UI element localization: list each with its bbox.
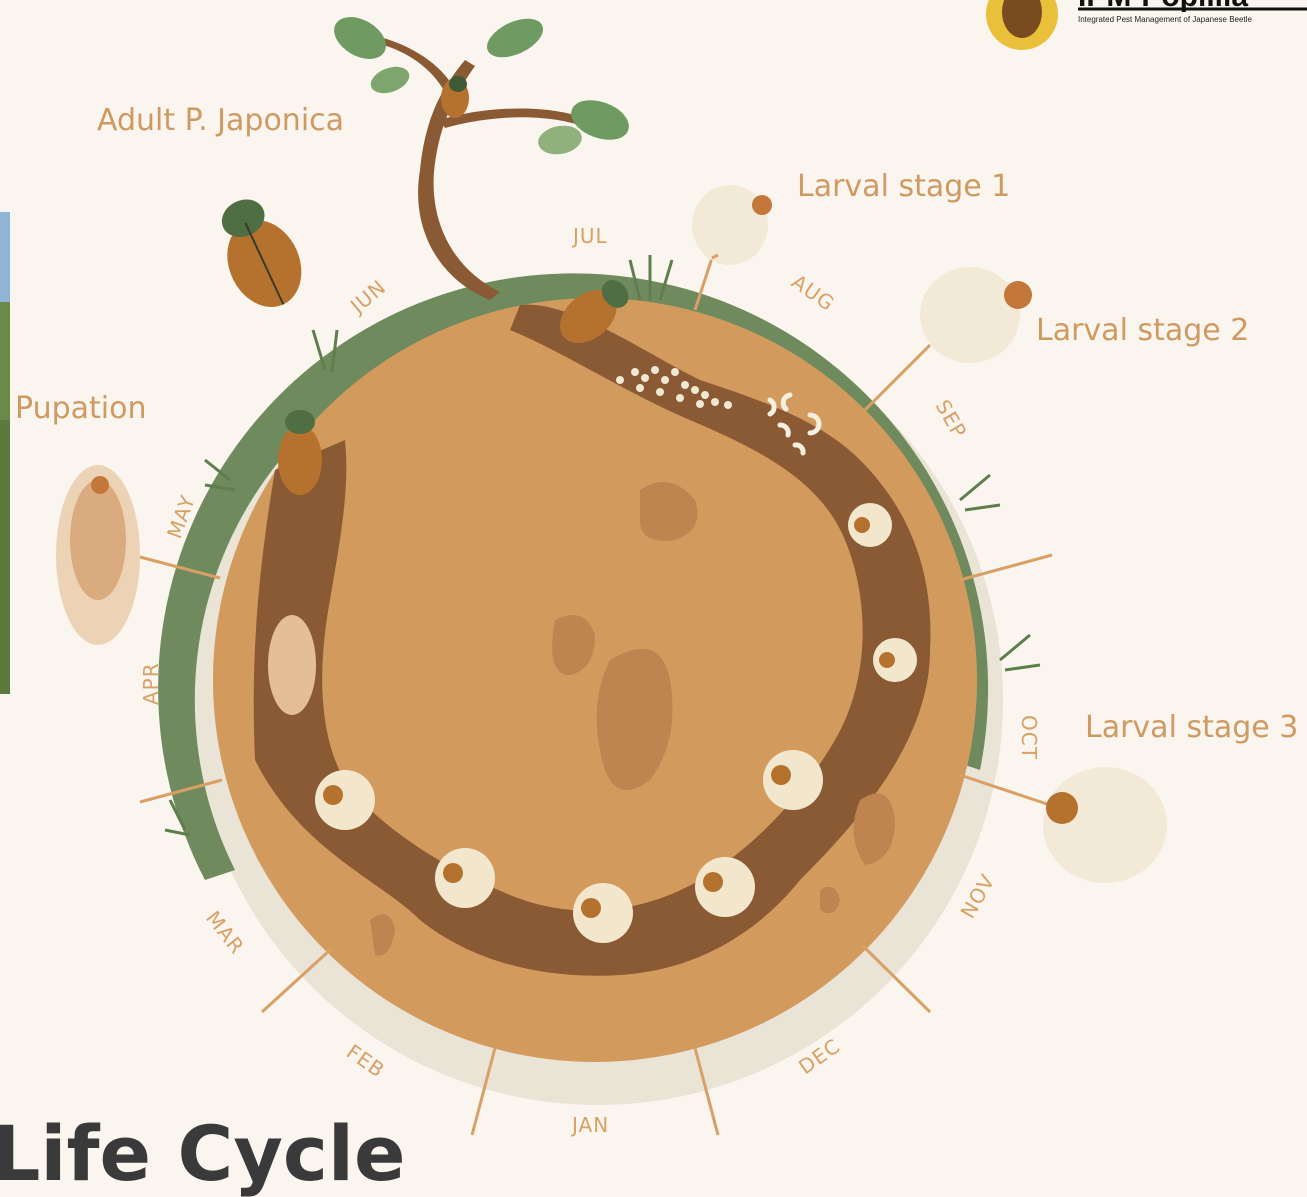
larva-stage-3-illustration [1043,767,1167,883]
month-label-aug: AUG [787,269,839,316]
month-label-sep: SEP [931,396,972,443]
pupa-illustration [56,465,140,645]
month-label-feb: FEB [342,1039,389,1082]
larva-stage-2-illustration [920,267,1032,363]
page-title: Life Cycle [0,1109,406,1197]
logo: IPM-Popillia Integrated Pest Management … [986,0,1307,50]
month-label-nov: NOV [956,870,1000,923]
logo-subtitle: Integrated Pest Management of Japanese B… [1078,15,1252,24]
month-label-mar: MAR [201,906,249,958]
stage-label-pupation: Pupation [15,391,146,426]
stage-label-adult: Adult P. Japonica [97,103,344,138]
larva-stage-1-illustration [692,185,772,265]
stage-label-larval2: Larval stage 2 [1036,313,1249,348]
stage-label-larval1: Larval stage 1 [797,169,1010,204]
field-photo [0,212,10,694]
month-label-jan: JAN [570,1113,609,1137]
month-label-oct: OCT [1017,715,1041,760]
leaf-icon [327,8,393,67]
month-label-jul: JUL [571,224,608,248]
pupa-in-tunnel [268,615,316,715]
stage-label-larval3: Larval stage 3 [1085,710,1298,745]
month-label-apr: APR [139,662,163,705]
logo-main-text: IPM-Popillia [1078,0,1248,13]
month-label-jun: JUN [344,275,390,319]
tree [327,8,635,300]
